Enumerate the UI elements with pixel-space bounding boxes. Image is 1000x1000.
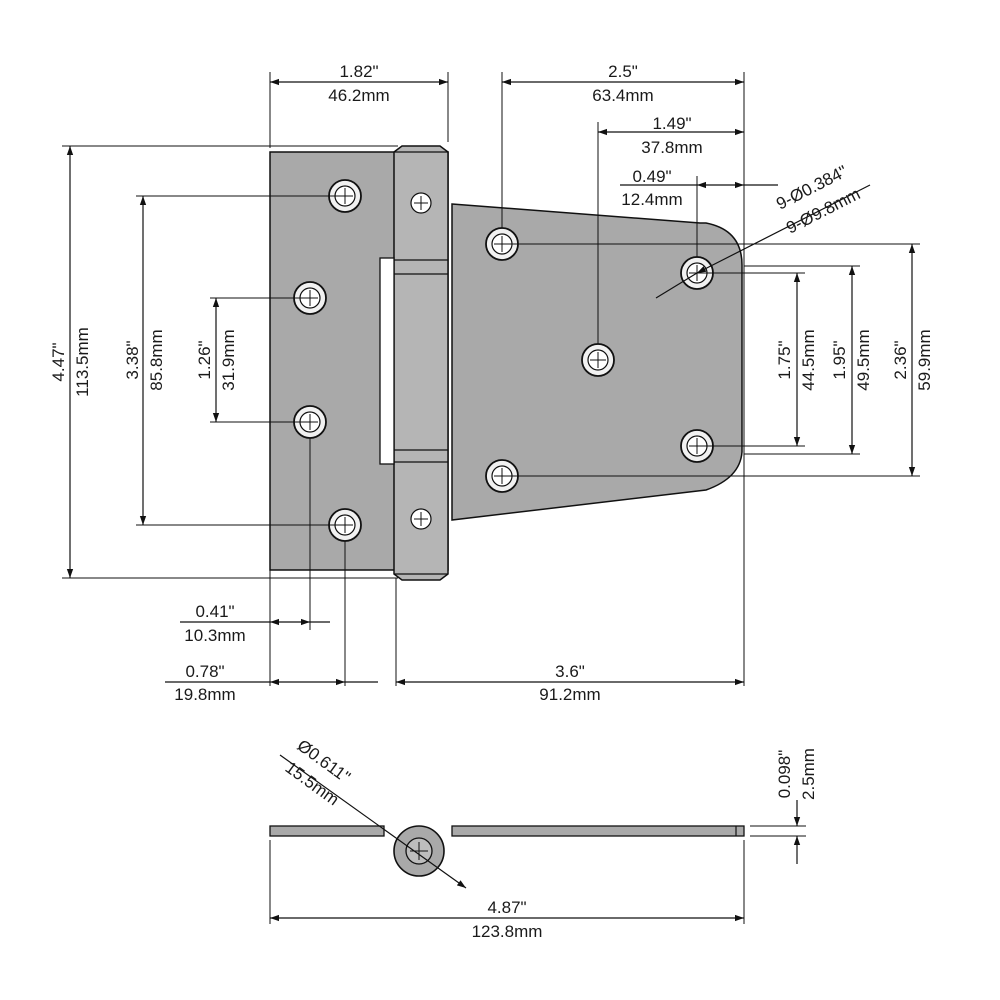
dim-59-9: 59.9mm: [915, 329, 934, 390]
side-leaf-left: [269, 825, 385, 837]
dim-113-5: 113.5mm: [73, 327, 92, 397]
dim-44-5: 44.5mm: [799, 329, 818, 390]
dim-19-8: 19.8mm: [174, 685, 235, 704]
dim-12-4: 12.4mm: [621, 190, 682, 209]
dim-0-49: 0.49": [632, 167, 671, 186]
dim-31-9: 31.9mm: [219, 329, 238, 390]
dim-4-87: 4.87": [487, 898, 526, 917]
dim-63-4: 63.4mm: [592, 86, 653, 105]
dim-0-098: 0.098": [775, 750, 794, 799]
side-leaf-right: [451, 825, 745, 837]
hole: [581, 343, 615, 377]
dim-123-8: 123.8mm: [472, 922, 543, 941]
dim-3-6: 3.6": [555, 662, 585, 681]
dim-1-82: 1.82": [339, 62, 378, 81]
dim-85-8: 85.8mm: [147, 329, 166, 390]
dim-4-47: 4.47": [49, 342, 68, 381]
dim-2-36: 2.36": [891, 340, 910, 379]
dim-0-78: 0.78": [185, 662, 224, 681]
dim-2-5: 2.5": [608, 62, 638, 81]
dim-2-5: 2.5mm: [799, 748, 818, 800]
dim-49-5: 49.5mm: [854, 329, 873, 390]
dim-91-2: 91.2mm: [539, 685, 600, 704]
dim-3-38: 3.38": [123, 340, 142, 379]
front-view: [269, 145, 743, 581]
dim-1-95: 1.95": [830, 340, 849, 379]
dim-46-2: 46.2mm: [328, 86, 389, 105]
dim-10-3: 10.3mm: [184, 626, 245, 645]
knuckle-hole: [410, 508, 432, 530]
dim-37-8: 37.8mm: [641, 138, 702, 157]
leaf-slot: [379, 257, 395, 465]
dim-1-26: 1.26": [195, 340, 214, 379]
dim-1-75: 1.75": [775, 340, 794, 379]
dim-0-41: 0.41": [195, 602, 234, 621]
dim-1-49: 1.49": [652, 114, 691, 133]
side-view: Ø0.611" 15.5mm 0.098" 2.5mm 4.87" 123.8m…: [269, 736, 818, 941]
knuckle-hole: [410, 192, 432, 214]
